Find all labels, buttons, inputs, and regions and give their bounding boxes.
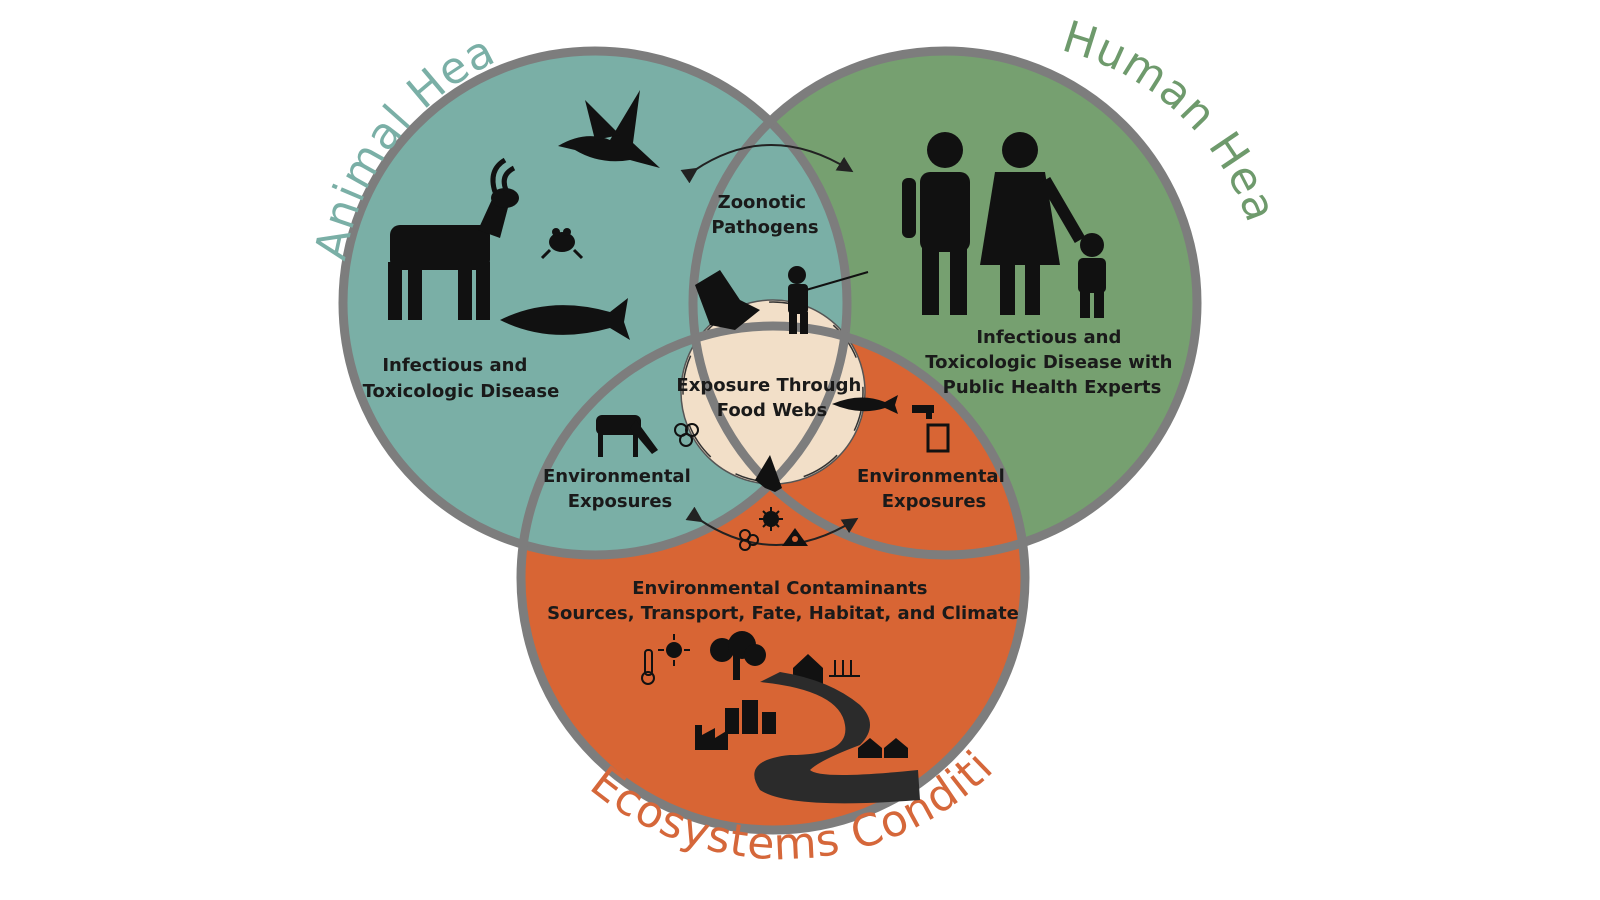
env-exposures-left-label: Environmental Exposures (543, 466, 697, 512)
deer-icon (388, 157, 519, 320)
city-icon (725, 700, 776, 734)
salmon-icon (500, 298, 630, 340)
sun-icon (658, 634, 690, 666)
human-disease-label: Infectious and Toxicologic Disease with … (925, 327, 1178, 398)
fish-icon (832, 395, 898, 414)
grazing-deer-icon (596, 415, 658, 457)
thermometer-icon (641, 649, 655, 685)
fisherman-icon (788, 266, 869, 334)
faucet-icon (912, 405, 950, 453)
eagle-icon (695, 270, 760, 330)
animal-disease-label: Infectious and Toxicologic Disease (363, 355, 560, 402)
frog-icon (540, 228, 584, 260)
river-icon (754, 672, 920, 804)
food-web-label: Exposure Through Food Webs (676, 375, 867, 421)
houses-icon (858, 738, 908, 758)
bird-icon (558, 90, 660, 168)
tree-icon (710, 631, 766, 680)
factory-icon (695, 725, 728, 750)
molecule-icon (674, 423, 699, 447)
wheat-icon (829, 660, 860, 677)
bottom-eagle-icon (755, 455, 782, 492)
zoonotic-label: Zoonotic Pathogens (711, 192, 818, 238)
env-exposures-right-label: Environmental Exposures (857, 466, 1011, 512)
hazard-icon (782, 528, 808, 546)
molecule-small-icon (739, 529, 759, 551)
eco-contaminants-label: Environmental Contaminants Sources, Tran… (547, 578, 1019, 624)
family-icon (902, 132, 1106, 318)
virus-icon (759, 507, 783, 531)
